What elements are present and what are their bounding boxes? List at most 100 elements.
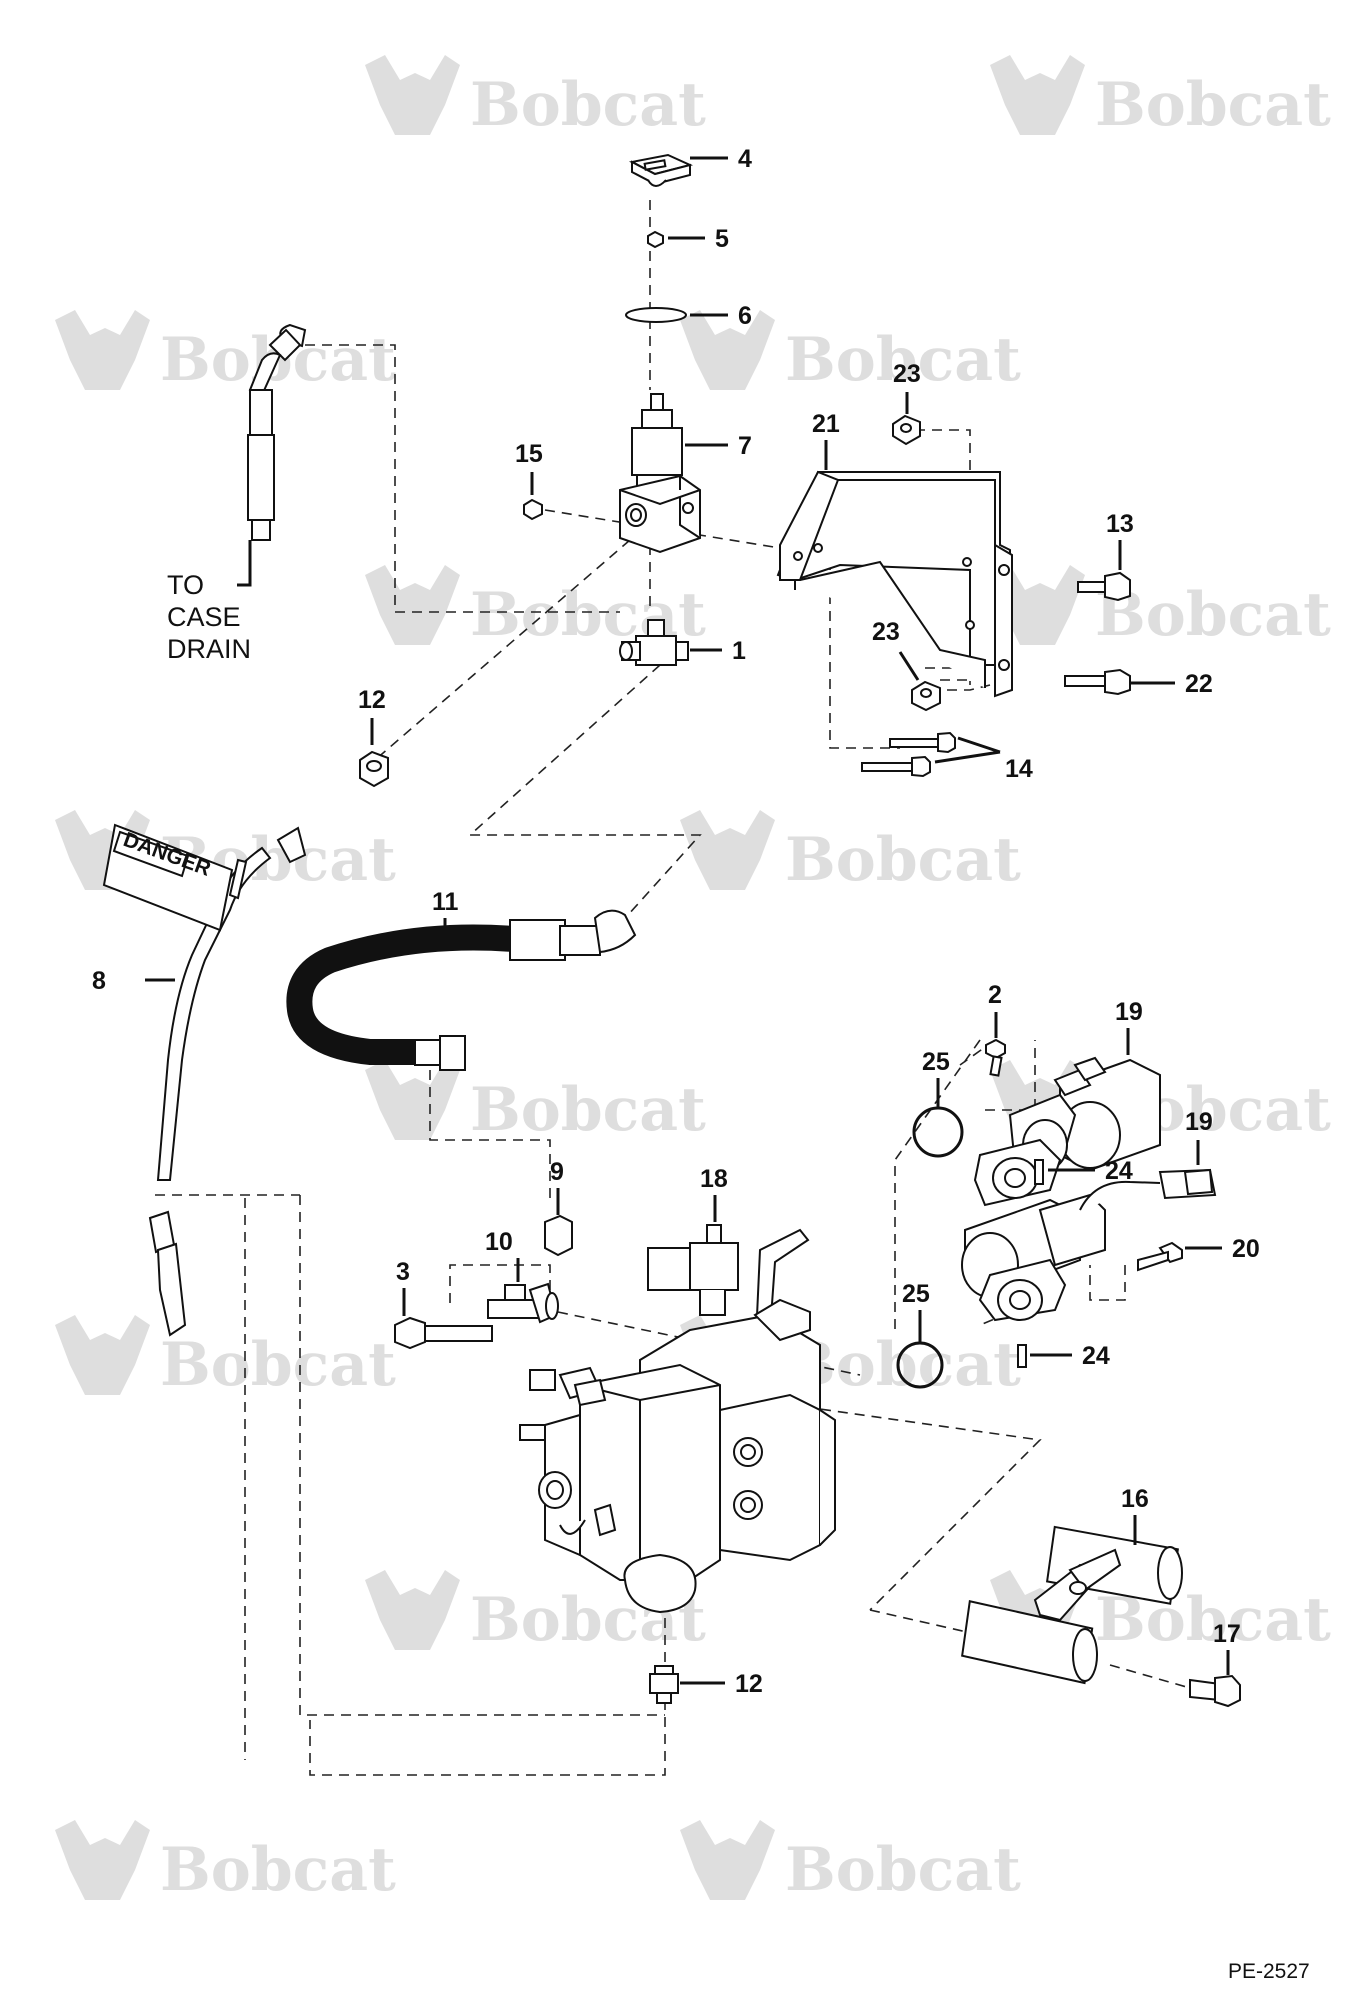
callout-25-bottom[interactable]: 25 [902, 1280, 930, 1308]
watermark-text: Bobcat [1095, 580, 1331, 650]
callout-7[interactable]: 7 [738, 432, 752, 460]
part-12-fitting-top[interactable] [359, 750, 389, 788]
assembly-line [719, 1394, 1042, 1611]
watermark-text: Bobcat [785, 1330, 1021, 1400]
callout-19-top[interactable]: 19 [1115, 998, 1143, 1026]
callout-24-top[interactable]: 24 [1105, 1157, 1133, 1185]
part-6-washer[interactable] [625, 307, 687, 323]
part-2-screw[interactable] [985, 1038, 1006, 1077]
part-21-bracket[interactable] [776, 470, 1013, 698]
callout-20[interactable]: 20 [1232, 1235, 1260, 1263]
bobcat-logo-icon [365, 55, 460, 135]
part-22-bolt[interactable] [1064, 668, 1131, 696]
assembly-line [449, 1264, 551, 1307]
part-25-oring-upper[interactable] [912, 1106, 964, 1158]
callout-19-bottom[interactable]: 19 [1185, 1108, 1213, 1136]
bobcat-logo-icon [680, 310, 775, 390]
watermark-text: Bobcat [1095, 70, 1331, 140]
part-7-relief-valve[interactable] [619, 393, 701, 554]
watermark: Bobcat [680, 310, 1021, 395]
callout-6[interactable]: 6 [738, 302, 752, 330]
watermark: Bobcat [365, 565, 706, 650]
bobcat-logo-icon [365, 1060, 460, 1140]
assembly-line [829, 560, 900, 749]
part-12-fitting-bottom[interactable] [649, 1665, 679, 1704]
part-16-handle[interactable] [961, 1525, 1183, 1685]
bobcat-logo-icon [55, 1820, 150, 1900]
assembly-line [299, 1195, 665, 1716]
part-1-fitting[interactable] [619, 619, 689, 666]
case-drain-hose [237, 323, 307, 587]
bobcat-logo-icon [55, 310, 150, 390]
part-5-nut[interactable] [647, 230, 664, 249]
callout-25-top[interactable]: 25 [922, 1048, 950, 1076]
callout-23-bottom[interactable]: 23 [872, 618, 900, 646]
callouts: 4 5 6 7 15 1 21 23 13 23 22 14 12 8 11 2… [92, 145, 1260, 1698]
part-9-cap[interactable] [544, 1214, 573, 1257]
callout-22[interactable]: 22 [1185, 670, 1213, 698]
part-17-bolt[interactable] [1189, 1674, 1241, 1708]
callout-10[interactable]: 10 [485, 1228, 513, 1256]
bobcat-logo-icon [365, 565, 460, 645]
part-3-bolt[interactable] [394, 1316, 493, 1350]
callout-5[interactable]: 5 [715, 225, 729, 253]
case-drain-label: TO CASE DRAIN [167, 570, 251, 664]
part-11-hose[interactable] [286, 909, 637, 1071]
callout-24-bottom[interactable]: 24 [1082, 1342, 1110, 1370]
part-19-solenoid-upper[interactable] [973, 1056, 1161, 1207]
part-4-cap[interactable] [629, 153, 693, 187]
callout-15[interactable]: 15 [515, 440, 543, 468]
part-23-nut-top[interactable] [892, 414, 921, 446]
part-8-tube-line[interactable]: DANGER [102, 823, 307, 1337]
callout-14[interactable]: 14 [1005, 755, 1033, 783]
callout-8[interactable]: 8 [92, 967, 106, 995]
bobcat-logo-icon [990, 55, 1085, 135]
callout-18[interactable]: 18 [700, 1165, 728, 1193]
part-23-nut-bottom[interactable] [911, 680, 941, 712]
part-20-screw[interactable] [1137, 1241, 1183, 1272]
watermark: Bobcat [990, 55, 1331, 140]
callout-23-top[interactable]: 23 [893, 360, 921, 388]
callout-12-top[interactable]: 12 [358, 686, 386, 714]
drawing-code: PE-2527 [1228, 1960, 1310, 1983]
callout-13[interactable]: 13 [1106, 510, 1134, 538]
part-15-nut[interactable] [523, 498, 543, 521]
callout-21[interactable]: 21 [812, 410, 840, 438]
bobcat-logo-icon [365, 1570, 460, 1650]
callout-17[interactable]: 17 [1213, 1620, 1241, 1648]
part-24-pin-lower[interactable] [1017, 1344, 1027, 1368]
callout-9[interactable]: 9 [550, 1158, 564, 1186]
callout-3[interactable]: 3 [396, 1258, 410, 1286]
bobcat-logo-icon [680, 810, 775, 890]
part-18-control-valve[interactable] [519, 1224, 836, 1614]
watermark: Bobcat [680, 1820, 1021, 1905]
watermark: Bobcat [365, 1060, 706, 1145]
svg-text:CASE: CASE [167, 602, 241, 632]
part-10-tee-fitting[interactable] [487, 1282, 559, 1324]
callout-16[interactable]: 16 [1121, 1485, 1149, 1513]
watermark-text: Bobcat [785, 825, 1021, 895]
assembly-line [979, 1299, 1041, 1326]
callout-12-bottom[interactable]: 12 [735, 1670, 763, 1698]
assembly-line [309, 1700, 666, 1776]
bobcat-logo-icon [990, 565, 1085, 645]
callout-11[interactable]: 11 [432, 888, 459, 916]
part-14-bolt-upper[interactable] [889, 731, 956, 754]
watermark-text: Bobcat [785, 325, 1021, 395]
part-19-solenoid-lower[interactable] [961, 1168, 1217, 1322]
watermark-text: Bobcat [470, 1075, 706, 1145]
svg-text:TO: TO [167, 570, 204, 600]
watermark: Bobcat [365, 55, 706, 140]
assembly-line [894, 1039, 981, 1330]
part-14-bolt-lower[interactable] [861, 755, 931, 778]
watermark: Bobcat [680, 810, 1021, 895]
svg-text:DRAIN: DRAIN [167, 634, 251, 664]
callout-1[interactable]: 1 [732, 637, 746, 665]
part-24-pin-upper[interactable] [1034, 1159, 1044, 1185]
callout-2[interactable]: 2 [988, 981, 1002, 1009]
assembly-line [1109, 1664, 1191, 1689]
bobcat-logo-icon [680, 1820, 775, 1900]
part-13-bolt[interactable] [1077, 571, 1131, 602]
callout-4[interactable]: 4 [738, 145, 752, 173]
